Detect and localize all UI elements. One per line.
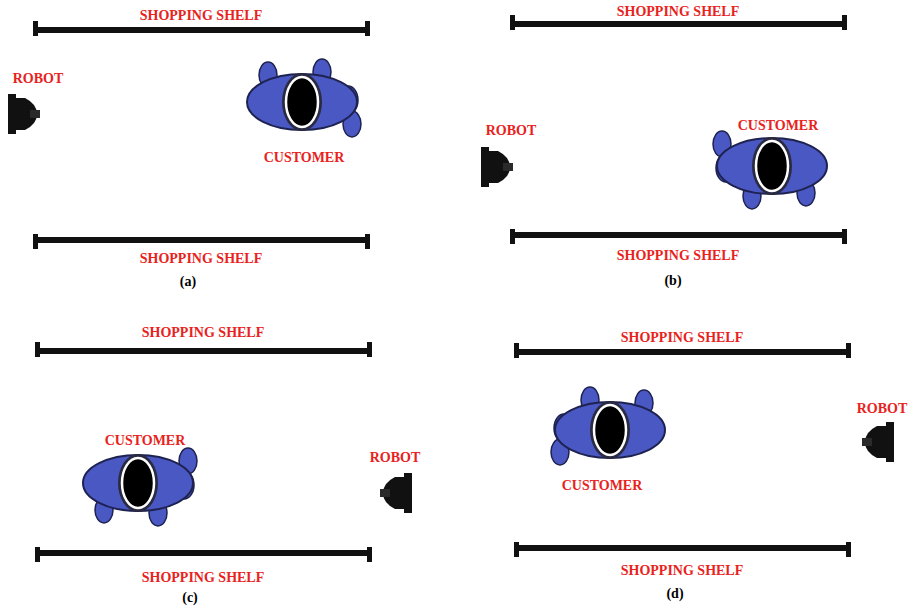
- robot-label: ROBOT: [857, 401, 908, 416]
- shelf-label: SHOPPING SHELF: [142, 570, 265, 585]
- customer-icon: [83, 448, 197, 526]
- customer-icon: [713, 131, 827, 209]
- robot-icon: [481, 147, 513, 187]
- customer-label: CUSTOMER: [264, 150, 345, 165]
- robot-icon: [862, 422, 894, 462]
- shelf-label: SHOPPING SHELF: [621, 563, 744, 578]
- shopping-shelf: [33, 234, 370, 249]
- shopping-shelf: [35, 547, 372, 562]
- panel-label: (d): [666, 586, 683, 601]
- shelf-label: SHOPPING SHELF: [617, 248, 740, 263]
- customer-label: CUSTOMER: [738, 118, 819, 133]
- robot-icon: [380, 473, 412, 513]
- panel-label: (b): [664, 273, 681, 288]
- panel-label: (a): [180, 274, 196, 289]
- shelf-label: SHOPPING SHELF: [617, 4, 740, 19]
- shopping-shelf: [35, 342, 372, 357]
- customer-icon: [247, 59, 361, 137]
- shelf-label: SHOPPING SHELF: [621, 330, 744, 345]
- shopping-shelf: [514, 542, 851, 557]
- robot-label: ROBOT: [486, 123, 537, 138]
- customer-label: CUSTOMER: [105, 433, 186, 448]
- robot-icon: [8, 94, 40, 134]
- shopping-shelf: [510, 229, 847, 244]
- robot-label: ROBOT: [370, 450, 421, 465]
- customer-icon: [551, 387, 665, 465]
- shelf-label: SHOPPING SHELF: [142, 325, 265, 340]
- panel-label: (c): [182, 590, 198, 605]
- robot-label: ROBOT: [13, 71, 64, 86]
- shelf-label: SHOPPING SHELF: [140, 251, 263, 266]
- shelf-label: SHOPPING SHELF: [140, 8, 263, 23]
- customer-label: CUSTOMER: [562, 478, 643, 493]
